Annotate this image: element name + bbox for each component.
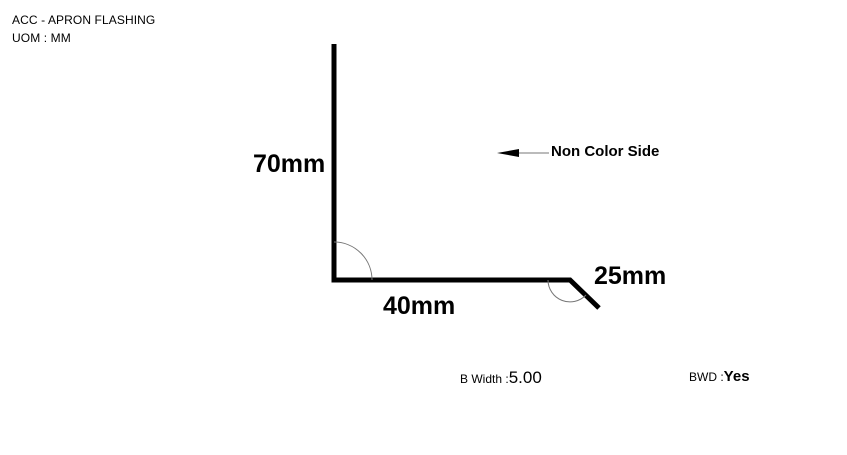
dimension-bottom: 40mm	[383, 292, 456, 320]
dimension-vertical: 70mm	[253, 150, 326, 178]
drawing-title: ACC - APRON FLASHING	[12, 13, 156, 27]
angle-arc-corner	[333, 241, 373, 281]
unit-of-measure: UOM : MM	[12, 31, 71, 45]
bwd-value: Yes	[723, 368, 750, 385]
b-width-value: 5.00	[508, 368, 542, 387]
dimension-angled: 25mm	[594, 262, 667, 290]
arrow-head	[497, 149, 519, 157]
bwd-field: BWD :Yes	[689, 368, 750, 386]
angle-arc-bend	[547, 279, 587, 303]
non-color-side-label: Non Color Side	[551, 143, 660, 160]
flashing-profile-line	[331, 44, 601, 310]
b-width-field: B Width :5.00	[460, 368, 542, 388]
bwd-label: BWD :	[689, 370, 724, 384]
b-width-label: B Width :	[460, 372, 509, 386]
